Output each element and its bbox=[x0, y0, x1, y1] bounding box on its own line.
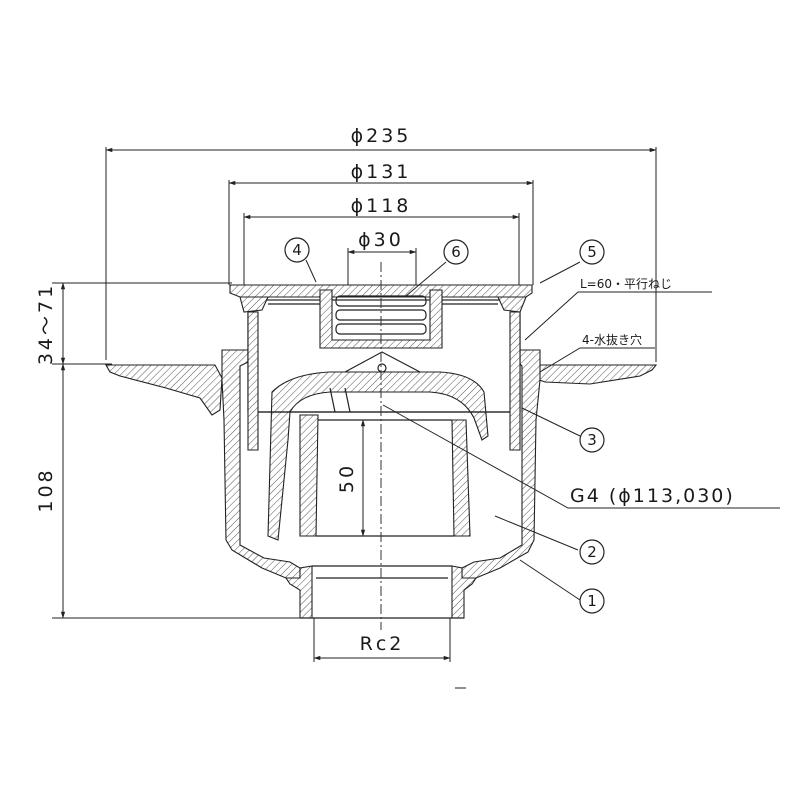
callout-4: 4 bbox=[284, 237, 310, 263]
strainer-wall-right bbox=[509, 311, 521, 451]
callout-circle-2 bbox=[579, 539, 605, 565]
strainer-wall-left bbox=[247, 311, 259, 451]
label-phi235: ϕ235 bbox=[351, 125, 412, 147]
callout-number-1: 1 bbox=[587, 592, 597, 610]
leader-screw bbox=[524, 291, 712, 341]
trap-tube-left bbox=[299, 414, 319, 537]
flange-left bbox=[105, 364, 223, 416]
label-50: 50 bbox=[336, 463, 358, 493]
callout-circle-5 bbox=[579, 239, 605, 265]
callout-2: 2 bbox=[579, 539, 605, 565]
leader-3 bbox=[521, 407, 581, 437]
trap-bell bbox=[267, 371, 489, 541]
flap-arm bbox=[344, 351, 421, 373]
label-phi30: ϕ30 bbox=[358, 229, 404, 251]
flap-link-1 bbox=[329, 387, 336, 413]
callout-number-4: 4 bbox=[292, 241, 302, 259]
callout-circle-4 bbox=[284, 237, 310, 263]
callout-1: 1 bbox=[579, 588, 605, 614]
leader-2 bbox=[494, 515, 579, 551]
label-34-71: 34～71 bbox=[35, 283, 57, 365]
callout-circle-6 bbox=[443, 239, 469, 265]
dimension-labels: ϕ235 ϕ131 ϕ118 ϕ30 34～71 108 50 Rc2 bbox=[35, 125, 412, 655]
dimension-lines bbox=[52, 147, 657, 689]
label-rc2: Rc2 bbox=[360, 633, 405, 655]
note-parallel-screw: L=60・平行ねじ bbox=[580, 277, 672, 291]
leader-drain bbox=[539, 347, 655, 373]
callout-6: 6 bbox=[443, 239, 469, 265]
label-108: 108 bbox=[35, 467, 57, 512]
callout-number-2: 2 bbox=[587, 543, 597, 561]
flange-right bbox=[533, 364, 658, 385]
callout-number-6: 6 bbox=[451, 243, 461, 261]
leader-6 bbox=[405, 261, 447, 297]
flap-pin bbox=[377, 363, 387, 373]
drain-body bbox=[105, 262, 658, 630]
flap-link-2 bbox=[344, 387, 351, 413]
leader-5 bbox=[539, 261, 581, 284]
grate-rib-right bbox=[497, 296, 527, 313]
callout-circle-1 bbox=[579, 588, 605, 614]
leader-4 bbox=[305, 259, 317, 283]
label-phi131: ϕ131 bbox=[351, 161, 412, 183]
note-drain-holes: 4-水抜き穴 bbox=[582, 332, 642, 347]
callout-leaders bbox=[305, 259, 780, 601]
callout-number-3: 3 bbox=[587, 431, 597, 449]
callout-circle-3 bbox=[579, 427, 605, 453]
callout-3: 3 bbox=[579, 427, 605, 453]
grate-rib-left bbox=[239, 296, 269, 313]
trap-tube-right bbox=[451, 419, 471, 537]
callout-5: 5 bbox=[579, 239, 605, 265]
leader-thread bbox=[382, 404, 780, 509]
note-thread-size: G4 (ϕ113,030) bbox=[570, 485, 735, 507]
leader-1 bbox=[519, 559, 581, 601]
seal-cap bbox=[319, 289, 443, 349]
callout-number-5: 5 bbox=[587, 243, 597, 261]
label-phi118: ϕ118 bbox=[351, 195, 412, 217]
